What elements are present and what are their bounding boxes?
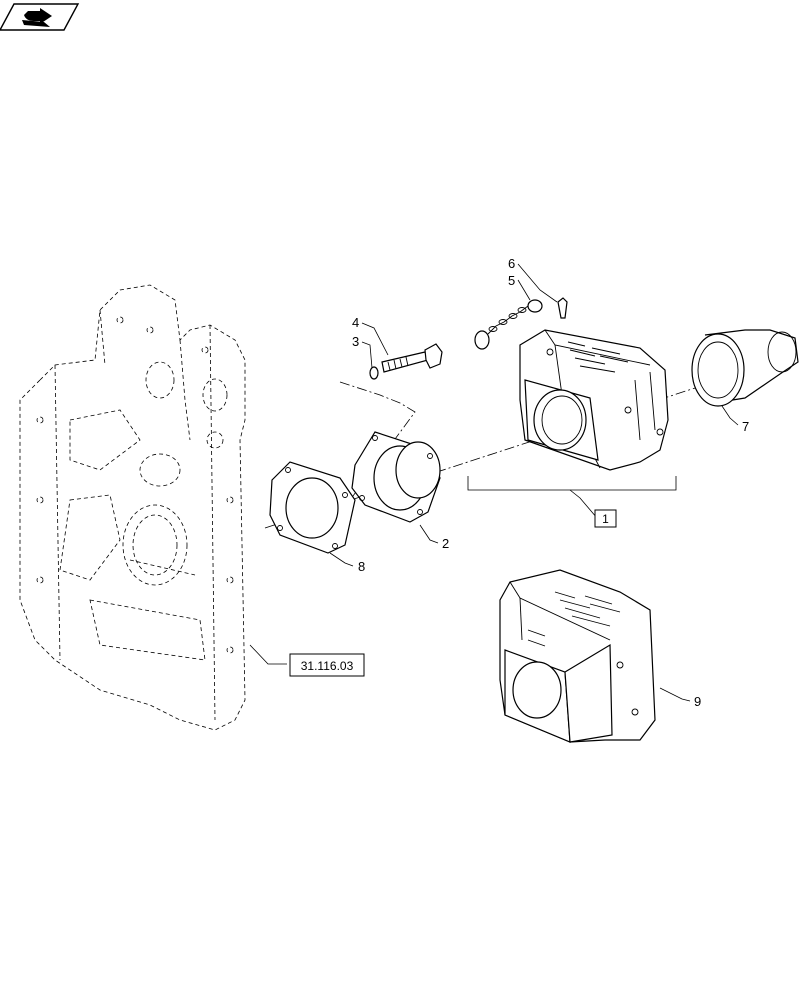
washer-part-3 xyxy=(369,366,379,380)
gasket-part-8 xyxy=(269,461,356,554)
exhaust-tip-part-7 xyxy=(691,329,799,407)
label-7: 7 xyxy=(742,419,749,434)
assembly-label-box[interactable]: 1 xyxy=(594,509,617,528)
muffler-assembly-part-1 xyxy=(519,329,669,471)
bolt-part-4 xyxy=(381,343,443,373)
label-6: 6 xyxy=(508,256,515,271)
label-2: 2 xyxy=(442,536,449,551)
label-8: 8 xyxy=(358,559,365,574)
muffler-vent-slots xyxy=(567,341,629,373)
leader-lines xyxy=(249,263,739,702)
label-3: 3 xyxy=(352,334,359,349)
shield-vent-slots xyxy=(554,591,621,627)
chain-part-5 xyxy=(474,299,543,350)
nav-arrow-icon[interactable] xyxy=(0,3,80,31)
pin-part-6 xyxy=(557,297,568,319)
label-5: 5 xyxy=(508,273,515,288)
label-1: 1 xyxy=(602,512,609,526)
reference-label: 31.116.03 xyxy=(301,659,354,673)
callout-labels: 6 5 4 3 7 2 8 9 xyxy=(352,256,749,709)
flange-part-2 xyxy=(351,431,441,523)
label-4: 4 xyxy=(352,315,359,330)
center-line xyxy=(264,374,736,529)
label-9: 9 xyxy=(694,694,701,709)
heat-shield-part-9 xyxy=(499,569,656,743)
transmission-housing xyxy=(19,284,246,731)
reference-label-box[interactable]: 31.116.03 xyxy=(289,653,365,677)
